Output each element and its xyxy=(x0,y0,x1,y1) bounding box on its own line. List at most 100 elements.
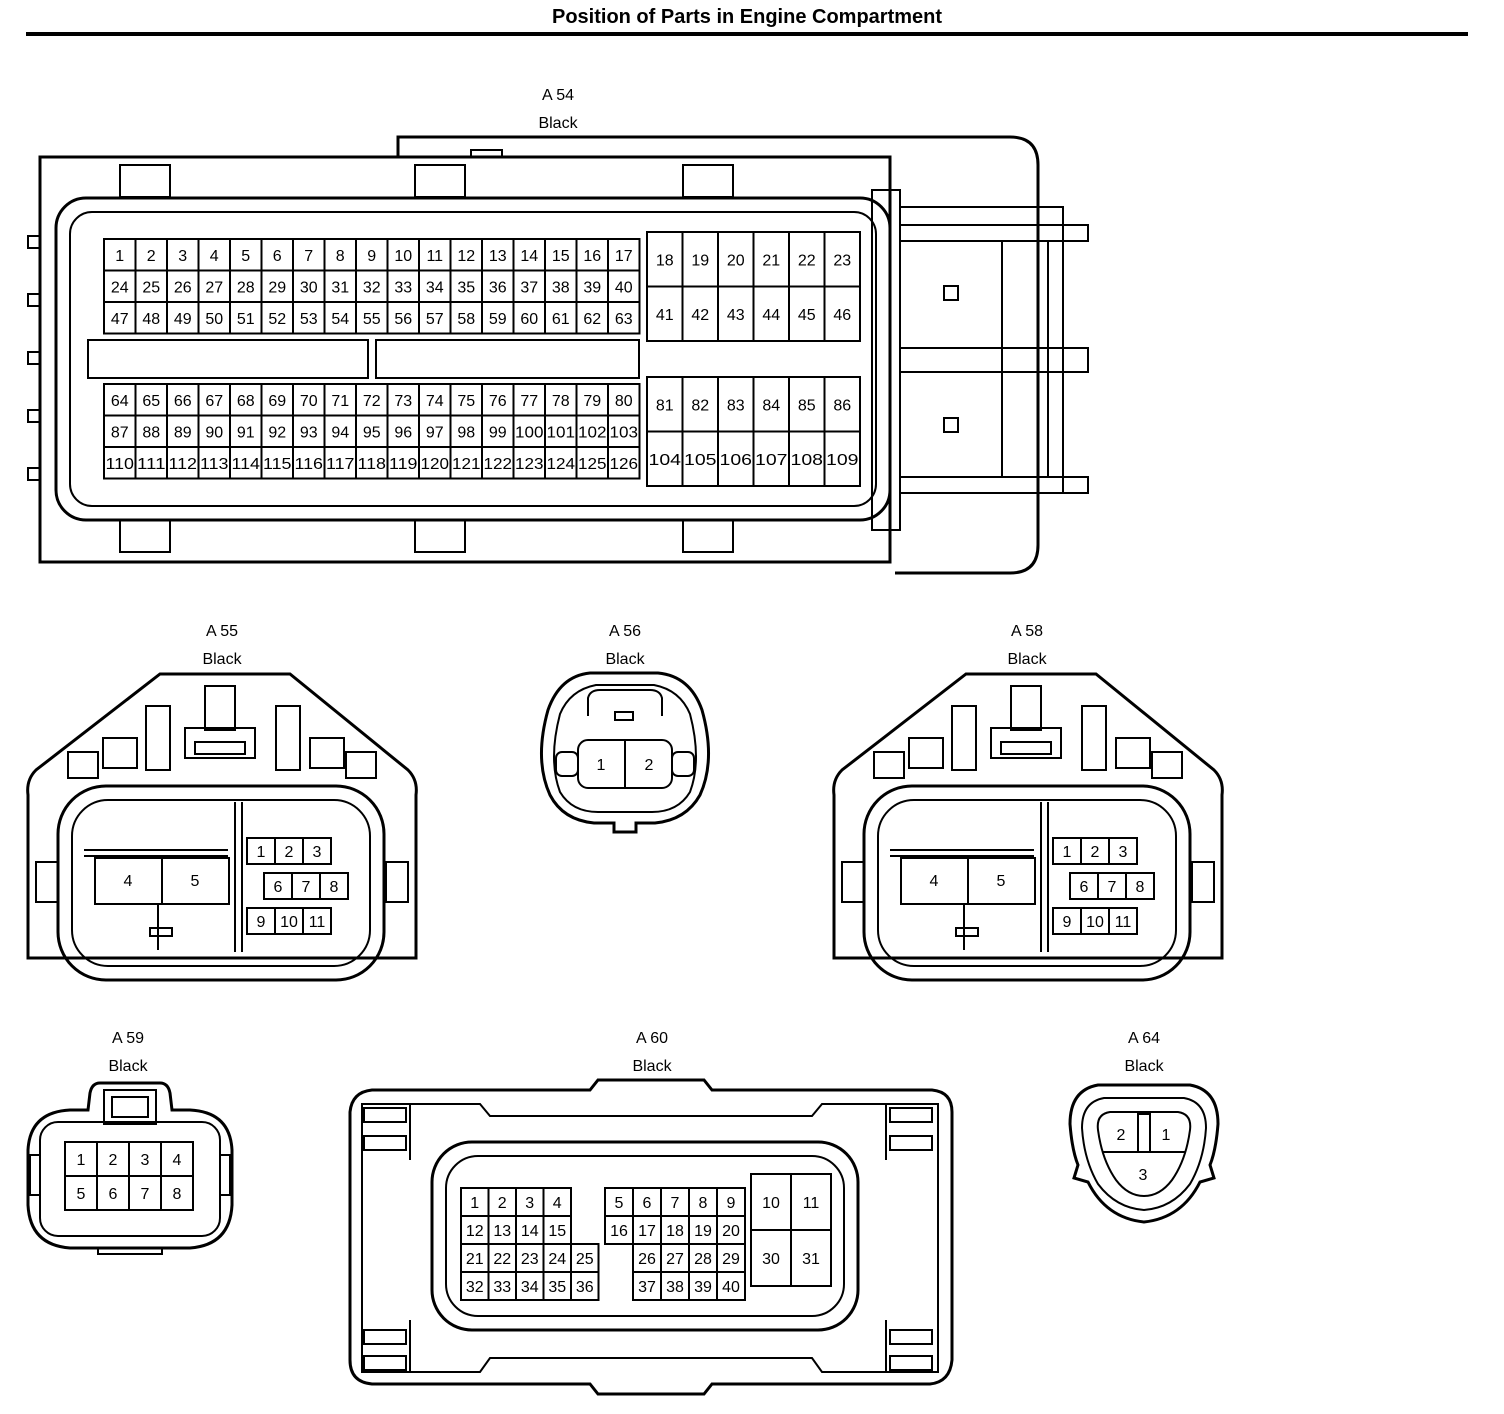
a54-pin-cell xyxy=(260,238,294,272)
connector-a54-id: A 54 xyxy=(542,87,574,104)
a58-pin: 3 xyxy=(1119,844,1128,861)
a54-pin: 59 xyxy=(489,311,507,328)
a54-pin: 35 xyxy=(457,279,475,296)
connector-a64-color: Black xyxy=(1124,1058,1164,1075)
a54-pin: 9 xyxy=(367,248,376,265)
a58-pin: 11 xyxy=(1115,914,1132,931)
a59-pin-cell xyxy=(64,1141,98,1177)
connector-a59-housing xyxy=(26,1081,234,1255)
a60-pin: 19 xyxy=(694,1223,712,1240)
a55-pin-cell xyxy=(319,872,349,900)
a54-pin-cell xyxy=(575,414,609,448)
a60-pin: 31 xyxy=(802,1251,820,1268)
a54-pin: 105 xyxy=(684,452,717,469)
a54-pin-cell xyxy=(449,301,483,335)
a54-pin: 32 xyxy=(363,279,381,296)
a60-pin: 29 xyxy=(722,1251,740,1268)
a54-pin-cell xyxy=(544,383,578,417)
connector-a56-housing xyxy=(540,671,710,834)
a59-pin-cell xyxy=(160,1175,194,1211)
a54-pin: 45 xyxy=(798,307,816,324)
a58-pin: 4 xyxy=(930,873,939,890)
a60-pin: 34 xyxy=(521,1279,539,1296)
a54-pin: 119 xyxy=(389,456,418,473)
a60-pin-cell xyxy=(790,1229,832,1287)
a54-pin: 5 xyxy=(241,248,250,265)
a60-pin: 11 xyxy=(803,1195,820,1212)
a54-pin: 100 xyxy=(515,424,544,441)
a54-pin: 97 xyxy=(426,424,444,441)
a60-pin: 2 xyxy=(498,1195,507,1212)
a54-pin: 87 xyxy=(111,424,129,441)
a54-pin-cell xyxy=(103,269,137,303)
a54-pin-cell xyxy=(418,414,452,448)
a54-pin-cell xyxy=(512,446,546,480)
a54-pin: 48 xyxy=(142,311,160,328)
a54-pin-cell xyxy=(607,269,641,303)
a54-pin-cell xyxy=(752,231,790,288)
a58-pin-cell xyxy=(1080,837,1110,865)
a54-pin: 95 xyxy=(363,424,381,441)
connector-a55-color: Black xyxy=(202,651,242,668)
a54-pin: 81 xyxy=(656,397,674,414)
a54-pin-cell xyxy=(355,238,389,272)
a54-pin: 4 xyxy=(210,248,219,265)
a59-pin: 3 xyxy=(141,1152,150,1169)
a54-pin: 88 xyxy=(142,424,160,441)
a54-pin-cell xyxy=(134,238,168,272)
a60-pin-cell xyxy=(632,1271,662,1301)
a58-pin-cell xyxy=(1108,837,1138,865)
a54-pin-cell xyxy=(512,301,546,335)
connector-a59-id: A 59 xyxy=(112,1030,144,1047)
a60-pin: 39 xyxy=(694,1279,712,1296)
a54-pin: 15 xyxy=(552,248,570,265)
a54-pin: 77 xyxy=(520,393,538,410)
a54-pin: 46 xyxy=(833,307,851,324)
a60-pin: 38 xyxy=(666,1279,684,1296)
a54-pin: 109 xyxy=(826,452,859,469)
a54-pin-cell xyxy=(788,231,826,288)
a60-pin: 1 xyxy=(470,1195,479,1212)
a54-pin: 120 xyxy=(421,456,450,473)
connector-a59-color: Black xyxy=(108,1058,148,1075)
a54-pin: 89 xyxy=(174,424,192,441)
a54-pin: 12 xyxy=(457,248,475,265)
a60-pin: 24 xyxy=(548,1251,566,1268)
a54-pin: 36 xyxy=(489,279,507,296)
a54-pin: 118 xyxy=(358,456,387,473)
a54-pin-cell xyxy=(260,446,294,480)
a55-pin: 7 xyxy=(302,879,311,896)
a54-pin: 7 xyxy=(304,248,313,265)
a54-pin-cell xyxy=(512,383,546,417)
a59-pin-cell xyxy=(160,1141,194,1177)
a58-pin-cell xyxy=(1125,872,1155,900)
a54-pin: 20 xyxy=(727,252,745,269)
a54-pin: 40 xyxy=(615,279,633,296)
a54-pin: 26 xyxy=(174,279,192,296)
a60-pin: 17 xyxy=(638,1223,656,1240)
a54-pin-cell xyxy=(386,301,420,335)
a60-pin: 32 xyxy=(466,1279,484,1296)
a54-pin-cell xyxy=(166,446,200,480)
a60-pin: 8 xyxy=(699,1195,708,1212)
a54-pin: 58 xyxy=(457,311,475,328)
a54-pin: 1 xyxy=(115,248,124,265)
a54-pin: 30 xyxy=(300,279,318,296)
a60-pin-cell xyxy=(716,1271,746,1301)
a60-pin: 27 xyxy=(666,1251,684,1268)
a54-pin-cell xyxy=(134,383,168,417)
a60-pin: 37 xyxy=(638,1279,656,1296)
a54-pin-cell xyxy=(681,285,719,342)
a59-pin: 2 xyxy=(109,1152,118,1169)
a54-pin: 74 xyxy=(426,393,444,410)
a60-pin-cell xyxy=(515,1271,545,1301)
a55-pin: 5 xyxy=(191,873,200,890)
a60-pin: 4 xyxy=(553,1195,562,1212)
a54-pin-cell xyxy=(166,414,200,448)
